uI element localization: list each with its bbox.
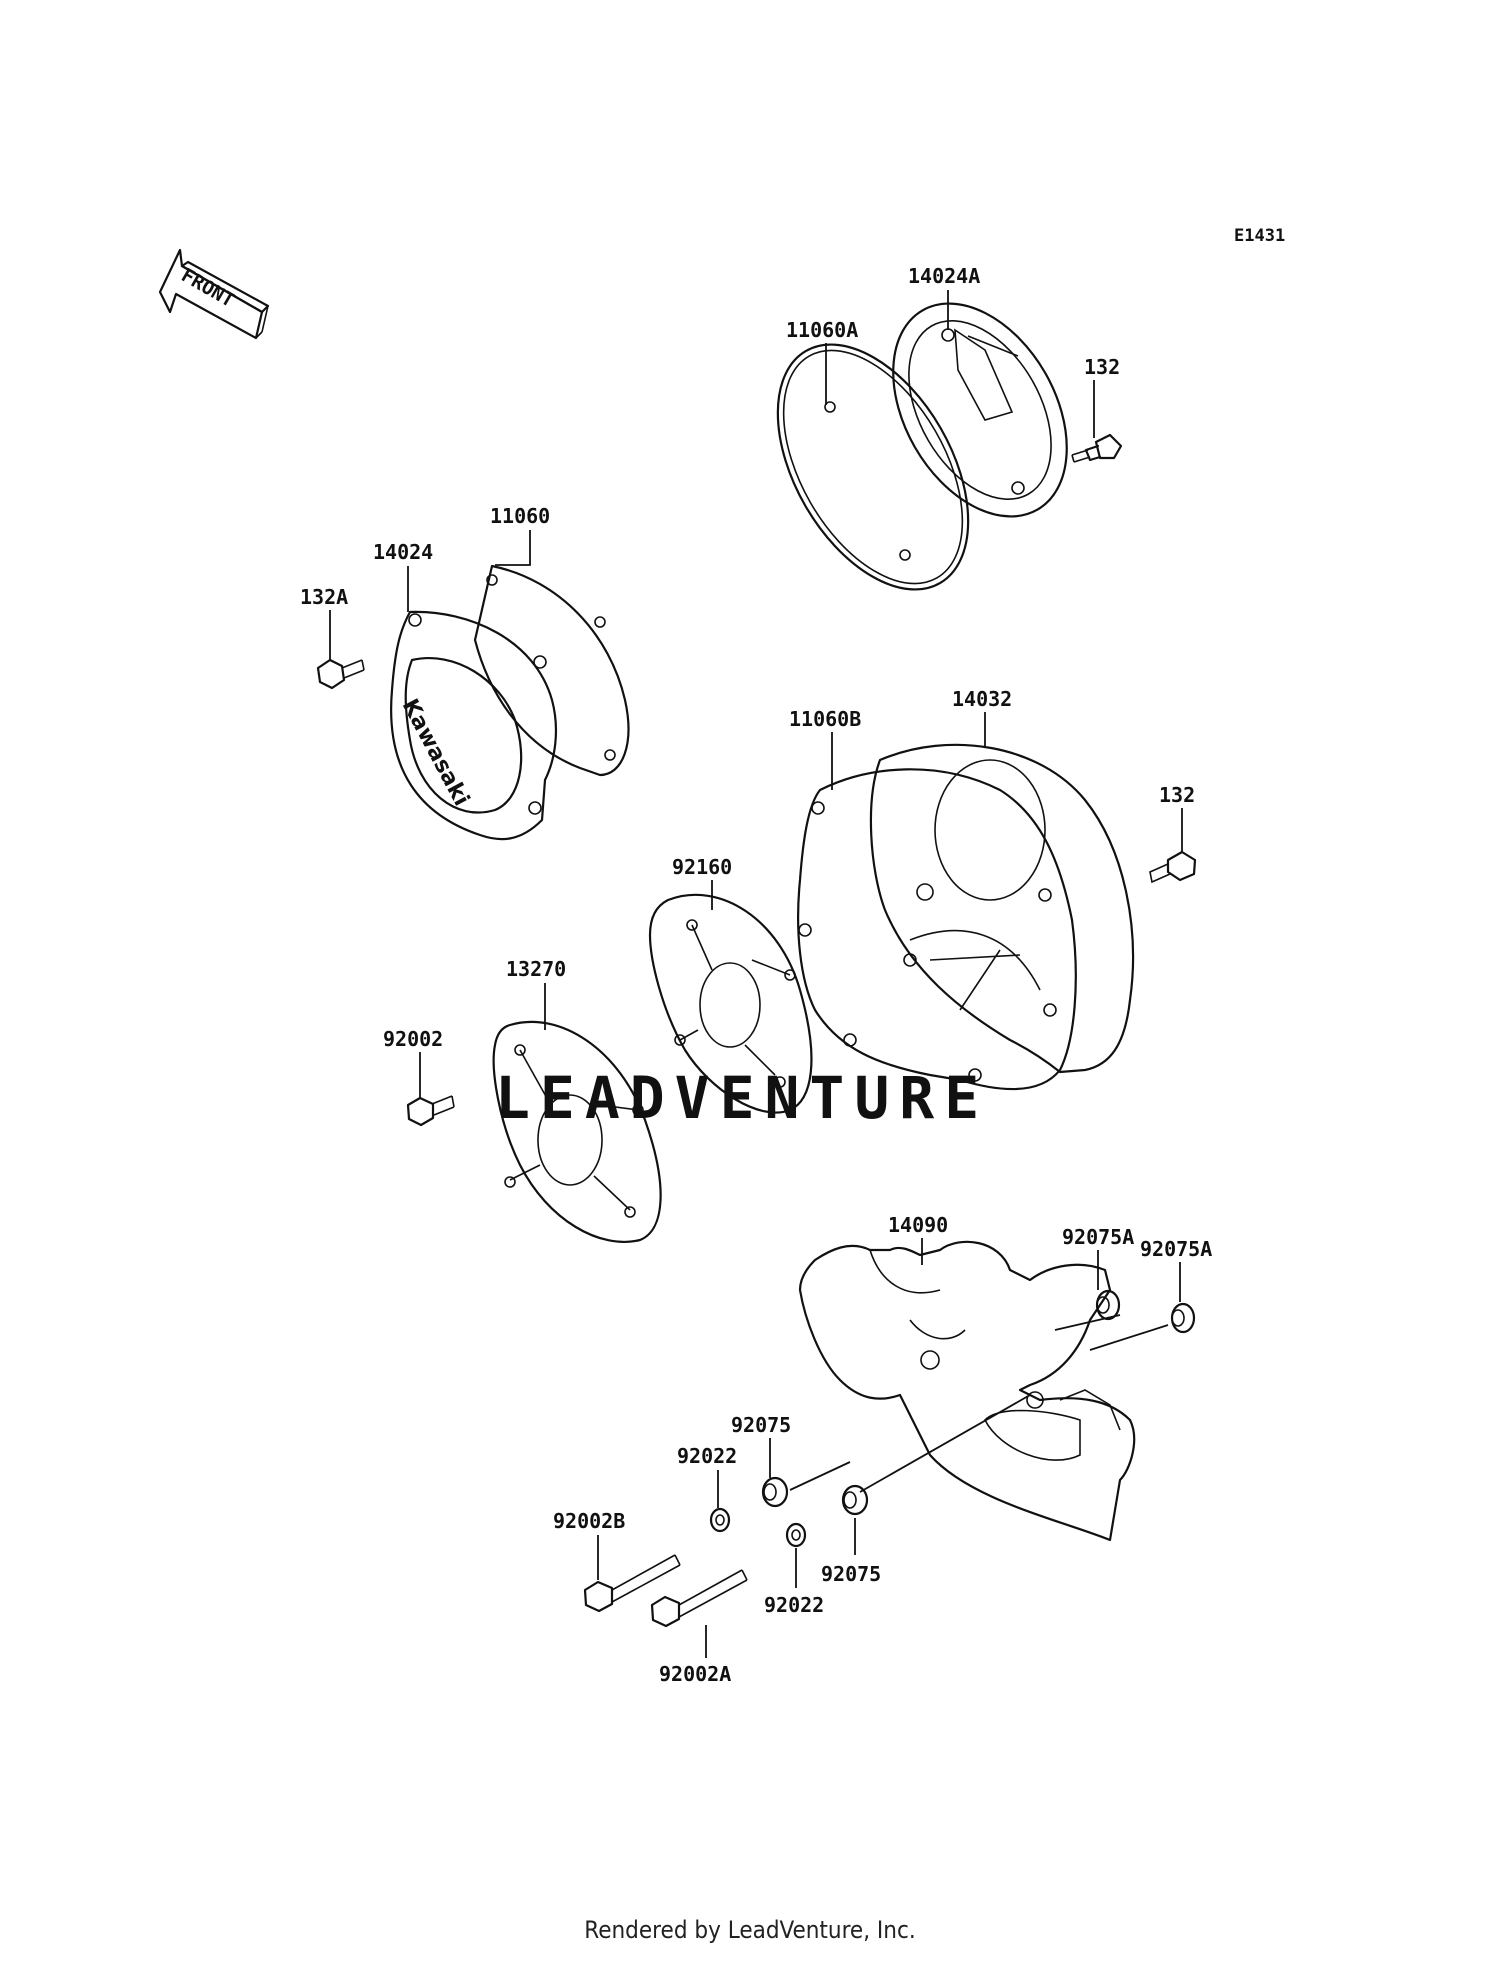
plate-13270: [492, 1020, 662, 1243]
gasket-11060a: [776, 343, 970, 591]
label-14024: 14024: [373, 540, 433, 564]
bolt-132-mid: [1149, 850, 1197, 884]
front-arrow-icon: FRONT: [158, 248, 270, 340]
label-92002: 92002: [383, 1027, 443, 1051]
bolt-92002b: [583, 1554, 681, 1613]
diagram-id: E1431: [1234, 226, 1285, 246]
housing-14090: [798, 1240, 1136, 1542]
label-92002a: 92002A: [659, 1662, 731, 1686]
label-11060: 11060: [490, 504, 550, 528]
label-132a: 132A: [300, 585, 348, 609]
label-132-top: 132: [1084, 355, 1120, 379]
bolt-92002a: [650, 1569, 748, 1628]
washer-92022-2: [785, 1522, 807, 1548]
leader-lines: [329, 290, 1183, 1658]
label-92160: 92160: [672, 855, 732, 879]
washer-92022-1: [709, 1507, 731, 1533]
footer-credit: Rendered by LeadVenture, Inc.: [584, 1916, 916, 1944]
bolt-132a: [316, 658, 365, 690]
bushing-92075-1: [761, 1476, 789, 1508]
label-92002b: 92002B: [553, 1509, 625, 1533]
gasket-11060: [473, 564, 630, 777]
bushing-92075a-1: [1095, 1289, 1121, 1321]
gasket-11060b: [797, 768, 1077, 1091]
label-92075-1: 92075: [731, 1413, 791, 1437]
label-14032: 14032: [952, 687, 1012, 711]
bolt-92002: [406, 1095, 455, 1127]
bushing-92075a-2: [1170, 1302, 1196, 1334]
watermark-text: LEADVENTURE: [495, 1064, 989, 1132]
label-92075a-2: 92075A: [1140, 1237, 1212, 1261]
label-13270: 13270: [506, 957, 566, 981]
label-11060a: 11060A: [786, 318, 858, 342]
label-11060b: 11060B: [789, 707, 861, 731]
label-92075a-1: 92075A: [1062, 1225, 1134, 1249]
label-14090: 14090: [888, 1213, 948, 1237]
label-14024a: 14024A: [908, 264, 980, 288]
front-label: FRONT: [178, 264, 239, 312]
cover-14032: [869, 743, 1135, 1074]
label-132-mid: 132: [1159, 783, 1195, 807]
label-92075-2: 92075: [821, 1562, 881, 1586]
label-92022-2: 92022: [764, 1593, 824, 1617]
bushing-92075-2: [841, 1484, 869, 1516]
bolt-132-top: [1071, 433, 1123, 463]
label-92022-1: 92022: [677, 1444, 737, 1468]
part-labels: 11060A 14024A 132 11060 14024 132A 14032…: [300, 264, 1212, 1686]
plate-92160: [648, 893, 813, 1114]
cover-14024a: [892, 302, 1068, 518]
cover-14024: Kawasaki: [390, 610, 558, 841]
